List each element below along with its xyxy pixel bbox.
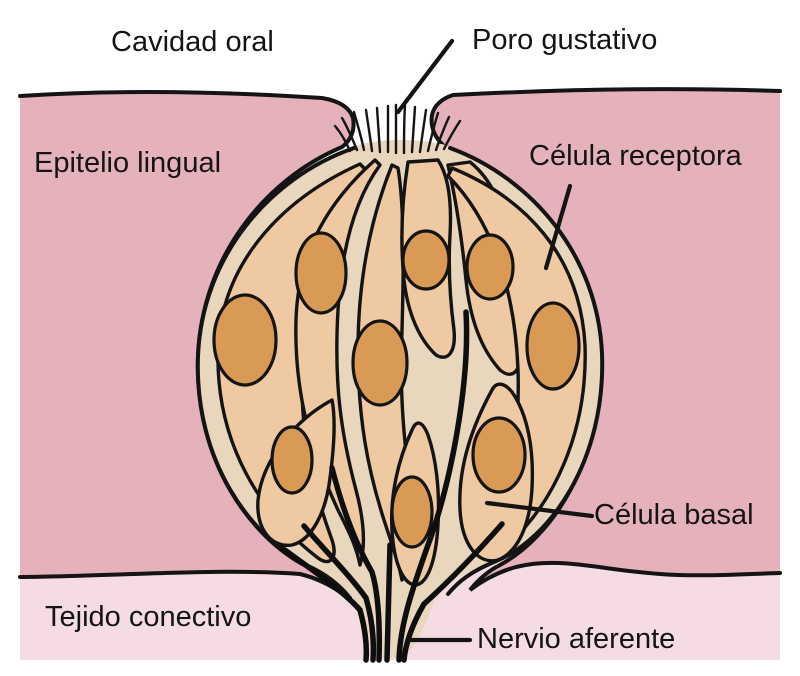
label-epitelio-lingual: Epitelio lingual <box>34 147 222 179</box>
label-celula-receptora: Célula receptora <box>529 140 742 172</box>
nucleus <box>212 293 278 387</box>
pointer-celula-receptora <box>543 183 573 271</box>
nucleus <box>471 416 527 494</box>
pointer-lines <box>395 38 595 643</box>
label-nervio-aferente: Nervio aferente <box>477 623 676 655</box>
label-poro-gustativo: Poro gustativo <box>472 24 658 56</box>
nucleus <box>401 229 451 291</box>
nucleus <box>390 475 434 549</box>
nucleus <box>270 425 314 495</box>
nucleus <box>465 233 515 301</box>
nucleus <box>525 301 581 391</box>
pointer-celula-basal <box>484 500 595 519</box>
label-tejido-conectivo: Tejido conectivo <box>45 601 252 633</box>
nerve-fibers <box>279 309 505 663</box>
microvilli <box>333 103 462 155</box>
label-celula-basal: Célula basal <box>594 499 754 531</box>
cell-nuclei <box>212 229 581 549</box>
pointer-poro-gustativo <box>395 38 455 115</box>
nucleus <box>294 231 348 315</box>
nucleus <box>351 319 409 407</box>
label-cavidad-oral: Cavidad oral <box>111 26 274 58</box>
